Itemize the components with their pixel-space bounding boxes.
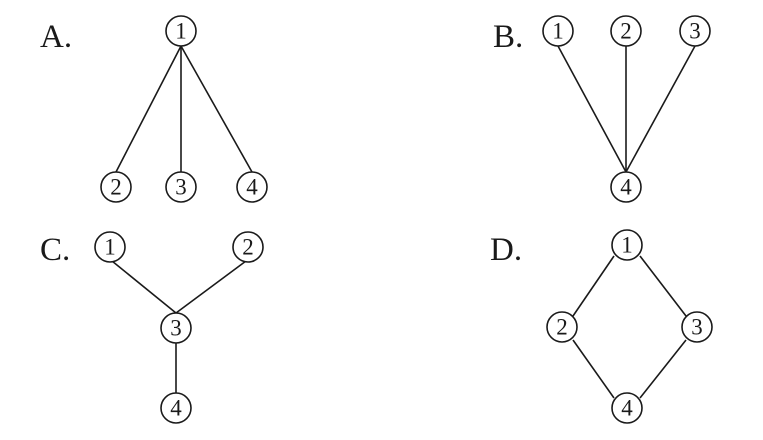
option-d-edge-1-2 (572, 255, 615, 317)
option-d-edge-3-4 (639, 339, 687, 399)
option-c: C. 1 2 3 4 (40, 231, 264, 424)
option-a: A. 1 2 3 4 (40, 15, 268, 203)
option-a-label: A. (40, 19, 72, 55)
svg-text:3: 3 (689, 19, 701, 44)
option-a-edge-1-2 (115, 45, 182, 173)
svg-text:3: 3 (170, 316, 182, 341)
svg-text:1: 1 (552, 19, 564, 44)
svg-text:2: 2 (556, 315, 568, 340)
option-d-node-1: 1 (611, 229, 643, 261)
svg-text:3: 3 (691, 315, 703, 340)
svg-text:2: 2 (110, 175, 122, 200)
svg-text:1: 1 (175, 19, 187, 44)
option-d: D. 1 2 3 4 (490, 229, 713, 424)
option-a-node-4: 4 (236, 171, 268, 203)
option-c-label: C. (40, 232, 70, 268)
option-b-edge-1-4 (557, 45, 627, 173)
option-b-node-2: 2 (610, 15, 642, 47)
svg-text:2: 2 (242, 235, 254, 260)
option-c-edge-1-3 (111, 260, 177, 314)
option-b-node-1: 1 (542, 15, 574, 47)
svg-text:1: 1 (621, 233, 633, 258)
option-d-edge-2-4 (572, 339, 615, 399)
option-d-edge-1-3 (639, 255, 687, 317)
option-d-node-3: 3 (681, 311, 713, 343)
option-b-edge-3-4 (625, 45, 696, 173)
option-a-edge-1-4 (180, 45, 253, 173)
option-b-label: B. (493, 19, 523, 55)
svg-text:2: 2 (620, 19, 632, 44)
option-d-node-4: 4 (611, 392, 643, 424)
option-d-node-2: 2 (546, 311, 578, 343)
svg-text:1: 1 (104, 235, 116, 260)
option-b-node-4: 4 (610, 171, 642, 203)
option-c-node-1: 1 (94, 231, 126, 263)
option-a-node-3: 3 (165, 171, 197, 203)
option-a-node-2: 2 (100, 171, 132, 203)
option-b: B. 1 2 3 4 (493, 15, 711, 203)
option-a-node-1: 1 (165, 15, 197, 47)
svg-text:3: 3 (175, 175, 187, 200)
svg-text:4: 4 (170, 396, 182, 421)
svg-text:4: 4 (620, 175, 632, 200)
svg-text:4: 4 (621, 396, 633, 421)
option-c-node-3: 3 (160, 312, 192, 344)
option-b-node-3: 3 (679, 15, 711, 47)
svg-text:4: 4 (246, 175, 258, 200)
option-c-edge-2-3 (175, 260, 247, 314)
option-c-node-4: 4 (160, 392, 192, 424)
option-c-node-2: 2 (232, 231, 264, 263)
option-d-label: D. (490, 232, 522, 268)
